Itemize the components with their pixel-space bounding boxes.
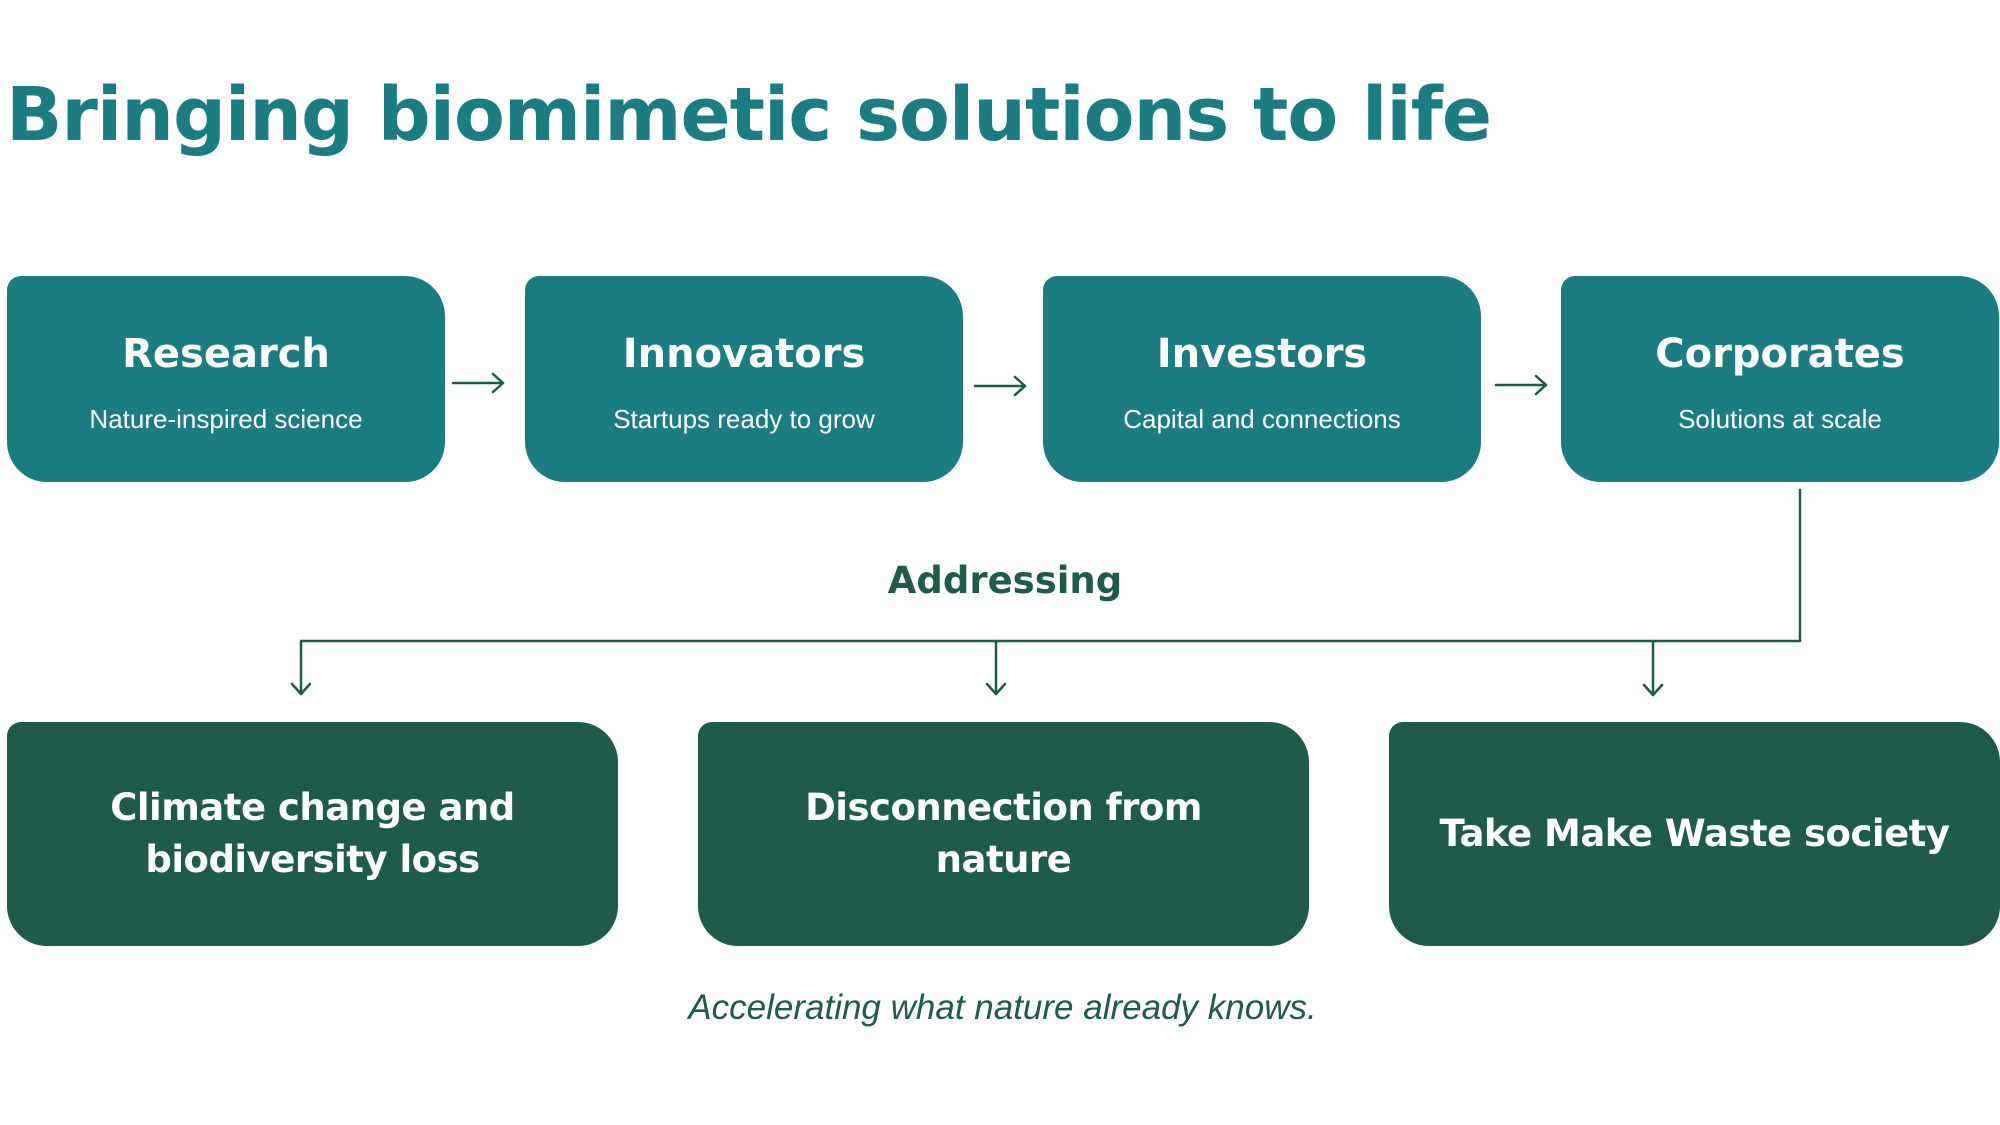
branch-connector bbox=[290, 488, 1802, 697]
stage-corporates: Corporates Solutions at scale bbox=[1561, 276, 1999, 482]
stage-title: Innovators bbox=[622, 331, 866, 377]
stage-subtitle: Solutions at scale bbox=[1678, 404, 1882, 434]
stage-investors: Investors Capital and connections bbox=[1043, 276, 1481, 482]
stage-title: Corporates bbox=[1655, 331, 1905, 377]
stage-subtitle: Startups ready to grow bbox=[613, 404, 875, 434]
challenge-label: Disconnection from nature bbox=[805, 786, 1202, 881]
stage-title: Research bbox=[122, 331, 330, 377]
stage-title: Investors bbox=[1156, 331, 1368, 377]
challenge-take-make-waste: Take Make Waste society bbox=[1389, 722, 2000, 946]
challenge-label: Take Make Waste society bbox=[1439, 812, 1950, 855]
tagline: Accelerating what nature already knows. bbox=[688, 988, 1317, 1027]
stage-subtitle: Nature-inspired science bbox=[89, 404, 363, 434]
arrow-investors-to-corporates bbox=[1494, 374, 1548, 396]
challenge-label: Climate change and biodiversity loss bbox=[110, 786, 515, 881]
addressing-label: Addressing bbox=[887, 559, 1123, 602]
stage-research: Research Nature-inspired science bbox=[7, 276, 445, 482]
arrow-innovators-to-investors bbox=[973, 375, 1027, 397]
stage-innovators: Innovators Startups ready to grow bbox=[525, 276, 963, 482]
arrow-research-to-innovators bbox=[451, 372, 505, 394]
challenge-disconnection: Disconnection from nature bbox=[698, 722, 1309, 946]
challenge-climate-biodiversity: Climate change and biodiversity loss bbox=[7, 722, 618, 946]
stage-subtitle: Capital and connections bbox=[1123, 404, 1401, 434]
page-title: Bringing biomimetic solutions to life bbox=[6, 72, 1492, 158]
